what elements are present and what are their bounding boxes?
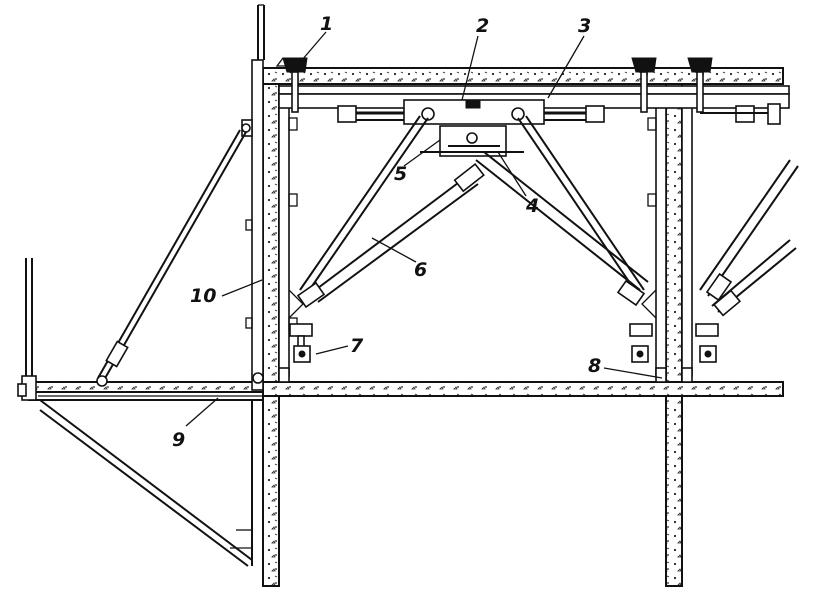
leader-lines	[185, 31, 663, 427]
callout-labels: 1 2 3 4 5 6 7 8 9 10	[172, 13, 601, 451]
right-wall-column	[665, 67, 683, 587]
callout-4: 4	[525, 195, 539, 217]
scaffold-platform	[27, 381, 264, 401]
callout-1: 1	[320, 13, 333, 35]
callout-2: 2	[476, 15, 489, 37]
lower-slab	[262, 381, 784, 397]
strut-left-upper	[299, 115, 429, 293]
callout-6: 6	[414, 259, 427, 281]
clamp-left	[275, 57, 308, 113]
right-outer-struts	[699, 159, 799, 317]
strut-right-upper	[517, 115, 645, 293]
screw-support-right-b	[695, 323, 719, 363]
callout-7: 7	[350, 335, 364, 357]
central-hinge	[403, 99, 545, 157]
jack-right-bottom	[616, 279, 657, 319]
strut-right-diagonal	[475, 151, 649, 291]
callout-3: 3	[578, 15, 591, 37]
strut-long-diagonal	[309, 162, 485, 303]
jack-left-bottom	[288, 281, 326, 319]
clamp-right-a	[631, 57, 657, 113]
guard-rail-post	[17, 258, 37, 401]
callout-8: 8	[588, 355, 601, 377]
callout-10: 10	[190, 285, 216, 307]
callout-9: 9	[172, 429, 185, 451]
callout-5: 5	[394, 163, 407, 185]
platform-bracket	[39, 399, 253, 567]
outer-form-panel	[241, 59, 264, 391]
clamp-right-b	[687, 57, 713, 113]
panel-feet	[252, 367, 693, 384]
screw-support-left	[289, 323, 313, 363]
screw-support-right-a	[629, 323, 653, 363]
wall-tie-rod	[96, 129, 247, 387]
